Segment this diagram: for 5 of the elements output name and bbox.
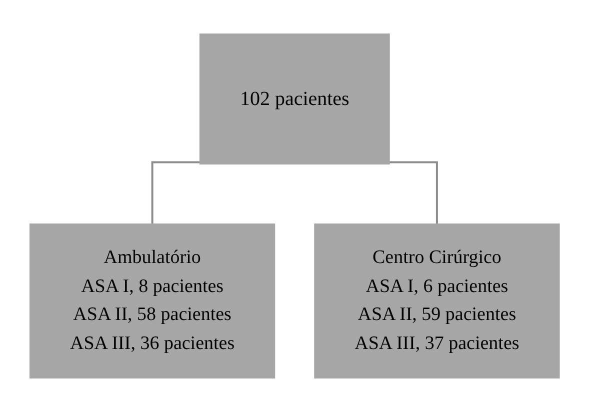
node-box: 102 pacientes bbox=[199, 33, 390, 164]
node-box: Centro Cirúrgico ASA I, 6 pacientes ASA II, 59 pacientes ASA III, 37 pacientes bbox=[314, 223, 560, 378]
node-box: Ambulatório ASA I, 8 pacientes ASA II, 58 pacientes ASA III, 36 pacientes bbox=[29, 223, 275, 378]
connector bbox=[151, 160, 200, 224]
connector bbox=[389, 160, 438, 224]
